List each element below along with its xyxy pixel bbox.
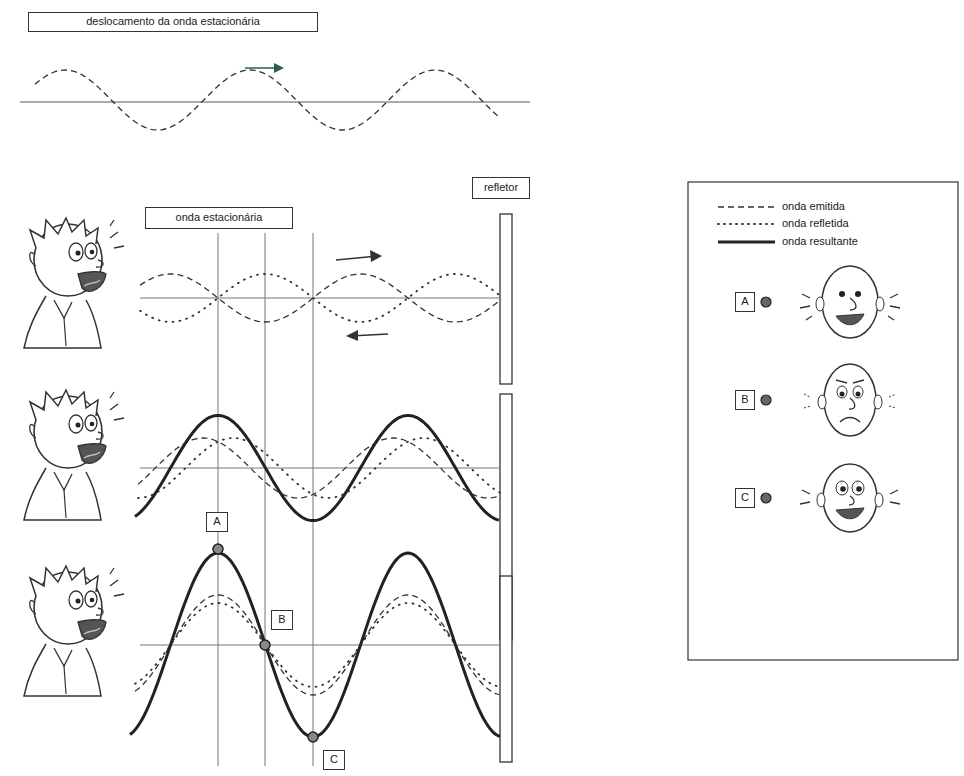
point-letter: A — [213, 515, 220, 528]
label-box: refletor — [472, 177, 530, 199]
legend-text: onda refletida — [782, 217, 849, 230]
point-label-box: A — [206, 512, 228, 532]
point-letter: B — [278, 613, 285, 626]
box-label: refletor — [484, 181, 518, 194]
point-label-box: B — [735, 390, 755, 410]
label-box: deslocamento da onda estacionária — [28, 12, 318, 32]
legend-text: onda resultante — [782, 235, 858, 248]
point-letter: C — [741, 491, 749, 504]
label-box: onda estacionária — [145, 207, 293, 229]
legend-text: onda emitida — [782, 200, 845, 213]
point-label-box: B — [271, 610, 293, 630]
point-label-box: C — [735, 488, 755, 508]
point-label-box: C — [323, 750, 345, 770]
box-label: deslocamento da onda estacionária — [86, 15, 260, 28]
point-letter: A — [741, 295, 748, 308]
point-label-box: A — [735, 292, 755, 312]
point-letter: B — [741, 393, 748, 406]
box-label: onda estacionária — [176, 211, 263, 224]
point-letter: C — [330, 753, 338, 766]
